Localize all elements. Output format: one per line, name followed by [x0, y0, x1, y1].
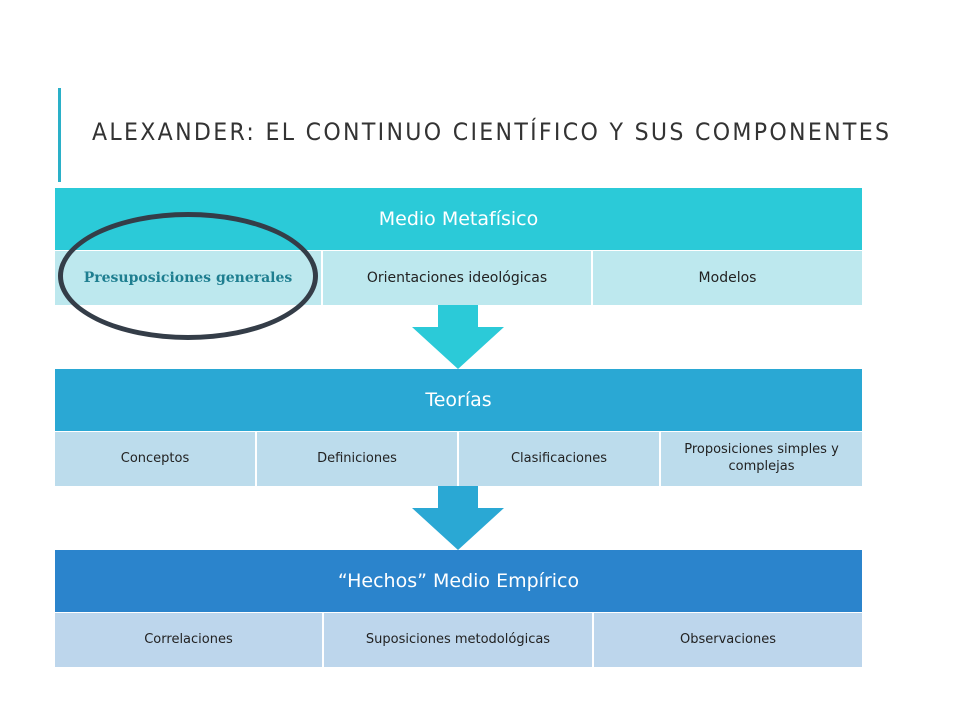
item-correlaciones: Correlaciones — [55, 613, 324, 667]
level-teorias-header: Teorías — [55, 369, 862, 431]
item-orientaciones-ideologicas: Orientaciones ideológicas — [323, 251, 593, 305]
item-clasificaciones: Clasificaciones — [459, 432, 661, 486]
level-metafisico-header: Medio Metafísico — [55, 188, 862, 250]
item-proposiciones: Proposiciones simples y complejas — [661, 432, 862, 486]
level-empirico-header: “Hechos” Medio Empírico — [55, 550, 862, 612]
item-modelos: Modelos — [593, 251, 862, 305]
item-conceptos: Conceptos — [55, 432, 257, 486]
level-metafisico-label: Medio Metafísico — [378, 208, 539, 230]
item-presuposiciones-generales: Presuposiciones generales — [55, 251, 323, 305]
slide-title: ALEXANDER: EL CONTINUO CIENTÍFICO Y SUS … — [92, 118, 892, 146]
level-empirico-label: “Hechos” Medio Empírico — [337, 570, 580, 592]
arrow-down-icon — [412, 486, 504, 550]
item-observaciones: Observaciones — [594, 613, 862, 667]
level-teorias-items: Conceptos Definiciones Clasificaciones P… — [55, 432, 862, 486]
item-suposiciones-metodologicas: Suposiciones metodológicas — [324, 613, 594, 667]
level-metafisico-items: Presuposiciones generales Orientaciones … — [55, 251, 862, 305]
level-teorias-label: Teorías — [425, 389, 492, 411]
level-empirico-items: Correlaciones Suposiciones metodológicas… — [55, 613, 862, 667]
title-accent-bar — [58, 88, 61, 182]
item-definiciones: Definiciones — [257, 432, 459, 486]
arrow-down-icon — [412, 305, 504, 369]
